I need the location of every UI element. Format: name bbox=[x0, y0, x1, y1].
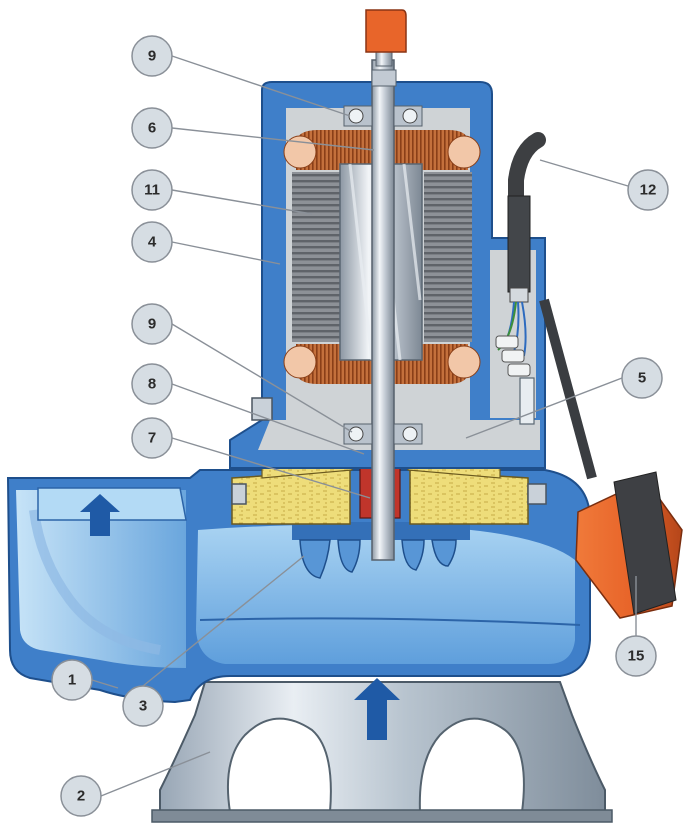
stator-laminations bbox=[292, 172, 472, 342]
svg-text:7: 7 bbox=[148, 430, 156, 447]
upper-bearing bbox=[343, 105, 423, 127]
svg-text:2: 2 bbox=[77, 788, 85, 805]
svg-text:1: 1 bbox=[68, 672, 76, 689]
callout-1: 1 bbox=[51, 659, 93, 701]
lower-bearing bbox=[343, 423, 423, 445]
svg-text:5: 5 bbox=[638, 370, 646, 387]
lifting-cap bbox=[365, 9, 407, 87]
motor-shaft bbox=[371, 19, 395, 561]
callout-12: 12 bbox=[627, 169, 669, 211]
svg-text:9: 9 bbox=[148, 316, 156, 333]
leader-lines bbox=[91, 55, 637, 797]
callout-9-top: 9 bbox=[131, 35, 173, 77]
callout-6: 6 bbox=[131, 107, 173, 149]
svg-text:6: 6 bbox=[148, 120, 156, 137]
callout-9-mid: 9 bbox=[131, 303, 173, 345]
callout-7: 7 bbox=[131, 417, 173, 459]
power-cable bbox=[495, 132, 546, 377]
svg-text:3: 3 bbox=[139, 698, 147, 715]
callout-5: 5 bbox=[621, 357, 663, 399]
svg-text:12: 12 bbox=[640, 182, 657, 199]
float-switch bbox=[539, 298, 683, 619]
callout-8: 8 bbox=[131, 363, 173, 405]
callout-4: 4 bbox=[131, 221, 173, 263]
up-arrow-icon bbox=[80, 494, 120, 536]
callout-11: 11 bbox=[131, 169, 173, 211]
callout-15: 15 bbox=[615, 635, 657, 677]
pump-base-stand bbox=[151, 681, 613, 823]
callout-3: 3 bbox=[122, 685, 164, 727]
svg-text:8: 8 bbox=[148, 376, 156, 393]
callout-2: 2 bbox=[60, 775, 102, 817]
svg-text:4: 4 bbox=[148, 234, 157, 251]
svg-text:9: 9 bbox=[148, 48, 156, 65]
svg-text:15: 15 bbox=[628, 648, 645, 665]
up-arrow-icon bbox=[354, 678, 400, 740]
svg-text:11: 11 bbox=[144, 182, 160, 199]
